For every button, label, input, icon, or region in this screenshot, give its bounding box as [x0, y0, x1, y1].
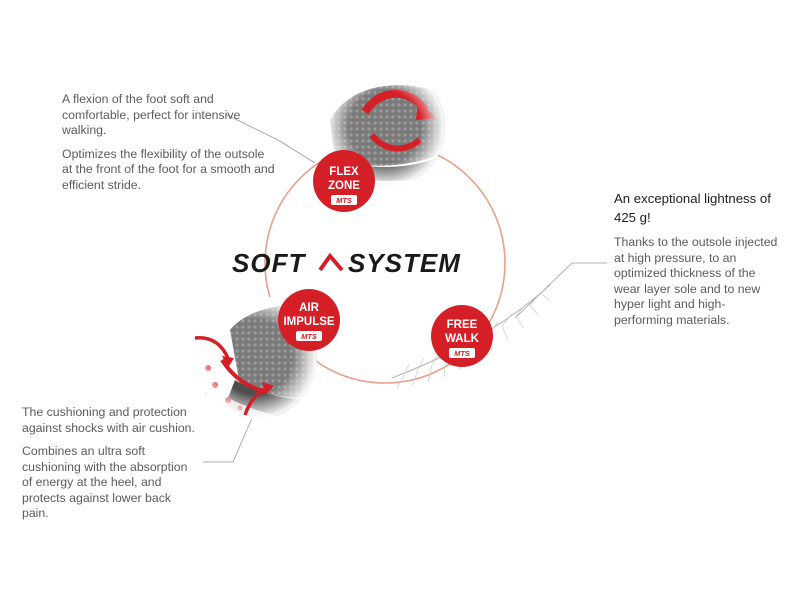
air-impulse-para-1: The cushioning and protection against sh… — [22, 405, 195, 435]
air-impulse-label-2: IMPULSE — [283, 316, 334, 328]
free-walk-brand: MTS — [454, 349, 470, 358]
free-walk-label-2: WALK — [445, 333, 480, 345]
leader-line-walk — [514, 262, 607, 319]
flex-zone-description: A flexion of the foot soft and comfortab… — [62, 92, 277, 201]
free-walk-heading: An exceptional lightness of 425 g! — [614, 191, 771, 225]
air-arrow-upper-head — [222, 356, 234, 368]
air-impulse-badge: AIR IMPULSE MTS — [278, 289, 340, 351]
logo-system-word: SYSTEM — [348, 248, 461, 278]
flex-zone-badge: FLEX ZONE MTS — [313, 150, 375, 212]
flex-zone-para-2: Optimizes the flexibility of the outsole… — [62, 146, 275, 192]
free-walk-label-1: FREE — [447, 319, 478, 331]
leader-lines — [203, 113, 607, 463]
soft-system-logo: SOFT SYSTEM — [232, 248, 461, 278]
logo-red-swoosh — [318, 252, 344, 272]
air-arrow-upper — [194, 336, 230, 359]
air-arrow-lower-head — [262, 382, 274, 394]
leader-line-air — [203, 417, 253, 463]
flex-zone-label-1: FLEX — [329, 166, 359, 178]
air-impulse-brand: MTS — [301, 332, 317, 341]
air-impulse-description: The cushioning and protection against sh… — [22, 405, 197, 530]
free-walk-para-1: Thanks to the outsole injected at high p… — [614, 235, 778, 327]
air-impulse-label-1: AIR — [299, 302, 320, 314]
free-walk-description: An exceptional lightness of 425 g! Thank… — [614, 189, 784, 336]
logo-soft-word: SOFT — [232, 248, 306, 278]
free-walk-badge: FREE WALK MTS — [431, 305, 493, 367]
flex-zone-brand: MTS — [336, 196, 352, 205]
leader-line-flex — [224, 113, 316, 164]
flex-zone-label-2: ZONE — [328, 180, 360, 192]
flex-zone-para-1: A flexion of the foot soft and comfortab… — [62, 92, 241, 137]
air-impulse-para-2: Combines an ultra soft cushioning with t… — [22, 444, 188, 520]
